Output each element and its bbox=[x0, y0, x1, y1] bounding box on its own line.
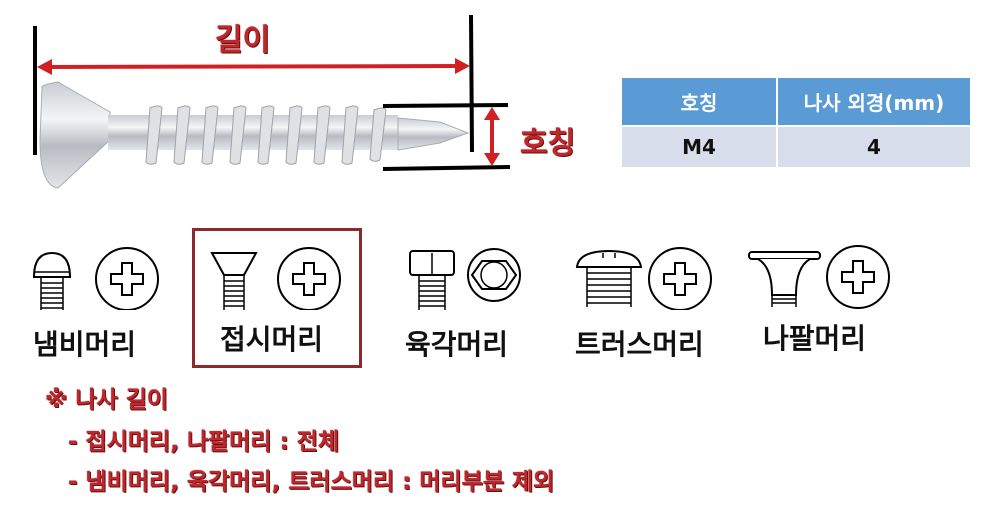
hex-head-icon bbox=[409, 248, 521, 310]
cell-outer-diameter: 4 bbox=[777, 126, 972, 167]
spec-table-header-row: 호칭 나사 외경(mm) bbox=[622, 78, 972, 127]
cell-nominal: M4 bbox=[622, 126, 778, 167]
header-nominal: 호칭 bbox=[622, 78, 778, 127]
bugle-head-icon bbox=[748, 245, 890, 309]
head-type-label: 트러스머리 bbox=[575, 328, 704, 361]
notes-line-full-length: - 접시머리, 나팔머리 : 전체 bbox=[68, 429, 340, 455]
notes-line-excluding-head: - 냄비머리, 육각머리, 트러스머리 : 머리부분 제외 bbox=[68, 469, 555, 495]
flat-head-icon bbox=[210, 247, 341, 311]
length-label: 길이 bbox=[215, 23, 271, 58]
screw-illustration bbox=[33, 14, 511, 189]
head-type-label: 접시머리 bbox=[220, 323, 324, 356]
head-type-label: 육각머리 bbox=[405, 328, 509, 361]
head-type-bugle: 나팔머리 bbox=[748, 245, 898, 360]
notes-title: ※ 나사 길이 bbox=[45, 387, 169, 413]
head-type-truss: 트러스머리 bbox=[575, 245, 725, 361]
spec-table: 호칭 나사 외경(mm) M4 4 bbox=[622, 78, 972, 167]
head-type-flat-selected bbox=[192, 228, 362, 368]
head-type-flat: 접시머리 bbox=[210, 245, 350, 360]
pan-head-icon bbox=[32, 247, 159, 311]
table-row: M4 4 bbox=[622, 126, 972, 167]
head-type-label: 냄비머리 bbox=[33, 328, 137, 361]
screw-dimension-diagram: 길이 호칭 bbox=[0, 0, 600, 200]
truss-head-icon bbox=[575, 247, 712, 311]
nominal-label: 호칭 bbox=[520, 126, 576, 161]
head-type-pan: 냄비머리 bbox=[28, 245, 168, 361]
header-outer-diameter: 나사 외경(mm) bbox=[777, 78, 972, 127]
head-type-label: 나팔머리 bbox=[763, 322, 867, 355]
head-type-hex: 육각머리 bbox=[405, 245, 545, 361]
